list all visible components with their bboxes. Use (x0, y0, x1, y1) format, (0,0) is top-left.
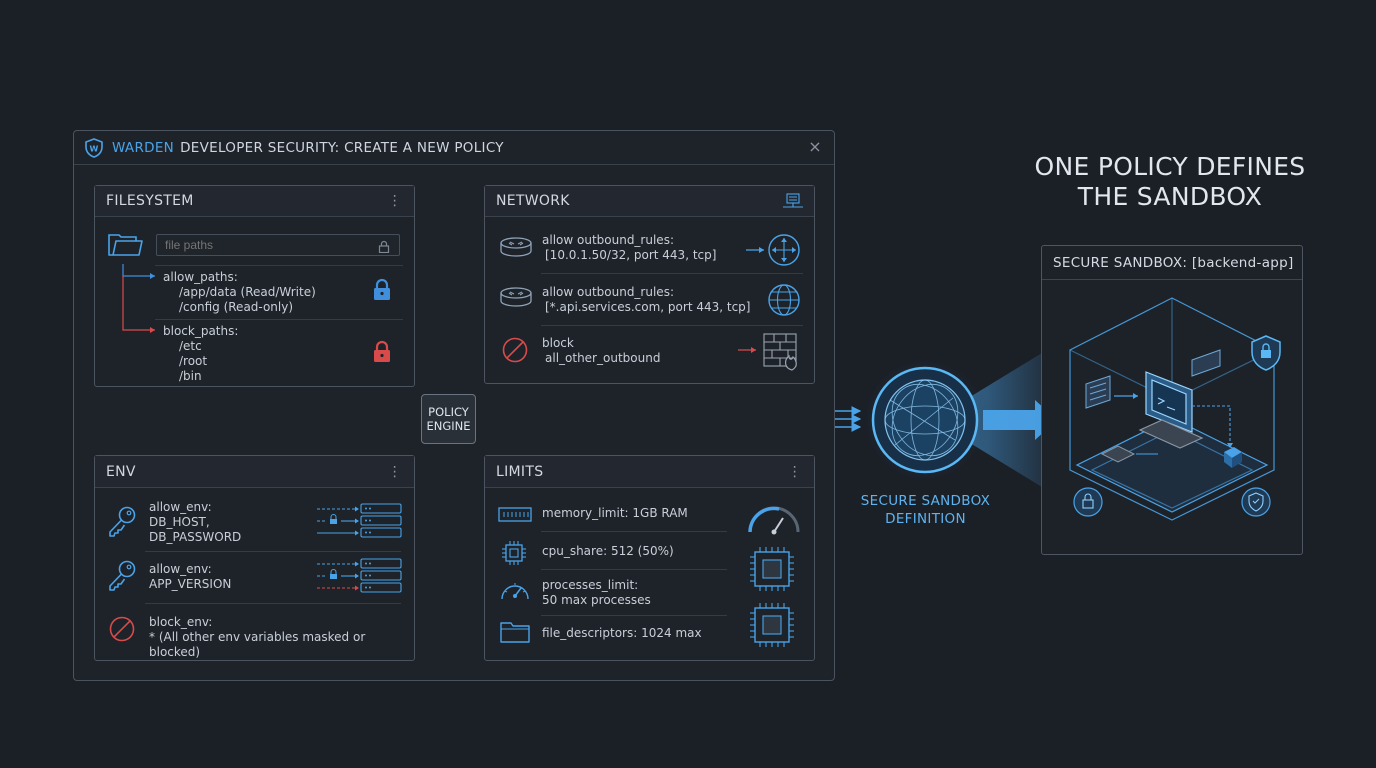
engine-label-line2: ENGINE (426, 419, 471, 433)
block-path-item: /etc (179, 339, 202, 353)
chip-icon (749, 602, 795, 652)
limits-panel: LIMITS ⋮ memory_limit: 1GB RAM cpu_share… (484, 455, 815, 661)
panel-header: NETWORK (485, 186, 814, 217)
block-path-item: /root (179, 354, 208, 368)
key-icon (107, 560, 137, 596)
env-label: block_env: (149, 615, 213, 629)
panel-title: ENV (106, 463, 136, 480)
network-rule-label: allow outbound_rules: (542, 233, 674, 247)
block-icon (109, 616, 135, 646)
router-icon (499, 286, 533, 312)
block-path-item: /bin (179, 369, 202, 383)
env-label: allow_env: (149, 562, 212, 576)
network-panel: NETWORK allow outbound_rules: [10.0.1.50… (484, 185, 815, 384)
firewall-icon (736, 330, 806, 376)
env-label: allow_env: (149, 500, 212, 514)
sandbox-definition-line2: DEFINITION (885, 511, 966, 527)
allow-paths-label: allow_paths: (163, 270, 238, 284)
network-rule-label: allow outbound_rules: (542, 285, 674, 299)
env-value: DB_HOST, (149, 515, 210, 529)
limit-text: 50 max processes (542, 593, 651, 607)
network-rule-label: block (542, 336, 574, 350)
panel-title: FILESYSTEM (106, 193, 194, 209)
lock-blue-icon (372, 278, 392, 306)
window-title: DEVELOPER SECURITY: CREATE A NEW POLICY (180, 139, 504, 156)
sandbox-panel: SECURE SANDBOX: [backend-app] (1041, 245, 1303, 555)
router-icon (499, 236, 533, 262)
limit-text: cpu_share: 512 (50%) (542, 544, 674, 558)
headline: ONE POLICY DEFINES THE SANDBOX (1030, 152, 1310, 212)
network-rule-value: [*.api.services.com, port 443, tcp] (545, 300, 751, 314)
lock-red-icon (372, 340, 392, 368)
folder-icon (107, 232, 143, 262)
env-panel: ENV ⋮ allow_env: DB_HOST, DB_PASSWORD al… (94, 455, 415, 661)
headline-line1: ONE POLICY DEFINES (1034, 152, 1306, 181)
env-value: DB_PASSWORD (149, 530, 242, 544)
file-paths-input[interactable] (156, 234, 400, 256)
globe-icon (767, 283, 801, 321)
sandbox-definition-sphere (859, 345, 1055, 495)
allow-path-item: /app/data (Read/Write) (179, 285, 316, 299)
allow-path-item: /config (Read-only) (179, 300, 294, 314)
limit-text: file_descriptors: 1024 max (542, 626, 702, 640)
network-server-icon (782, 193, 804, 213)
svg-text:W: W (89, 144, 98, 153)
brand-name: WARDEN (112, 139, 175, 156)
panel-title: LIMITS (496, 463, 544, 480)
shield-lock-icon (1251, 335, 1281, 371)
network-rule-value: [10.0.1.50/32, port 443, tcp] (545, 248, 717, 262)
warden-shield-logo: W (84, 137, 104, 158)
limit-text: memory_limit: 1GB RAM (542, 506, 688, 520)
limit-text: processes_limit: (542, 578, 639, 592)
key-icon (107, 506, 137, 542)
gauge-icon (747, 498, 801, 540)
sandbox-title: SECURE SANDBOX: [backend-app] (1042, 246, 1302, 280)
env-server-stack-icon (317, 558, 403, 598)
panel-header: ENV ⋮ (95, 456, 414, 488)
cpu-icon (500, 539, 528, 571)
filesystem-panel: FILESYSTEM ⋮ allow_paths: /app/data (Rea… (94, 185, 415, 387)
policy-engine-node: POLICY ENGINE (421, 394, 476, 444)
kebab-menu-icon[interactable]: ⋮ (387, 463, 402, 480)
window-title-bar: W WARDEN DEVELOPER SECURITY: CREATE A NE… (74, 131, 834, 165)
env-value: * (All other env variables masked or blo… (149, 630, 366, 659)
isometric-sandbox-illustration (1069, 297, 1281, 521)
memory-icon (498, 505, 532, 529)
arrows-cross-icon (744, 233, 804, 271)
headline-line2: THE SANDBOX (1077, 182, 1263, 211)
kebab-menu-icon[interactable]: ⋮ (787, 463, 802, 480)
panel-title: NETWORK (496, 193, 570, 209)
panel-header: FILESYSTEM ⋮ (95, 186, 414, 217)
sandbox-definition-line1: SECURE SANDBOX (860, 493, 991, 509)
close-icon[interactable]: × (808, 137, 822, 156)
block-icon (502, 337, 528, 367)
panel-header: LIMITS ⋮ (485, 456, 814, 488)
folder-icon (499, 620, 531, 648)
sandbox-definition-label: SECURE SANDBOX DEFINITION (853, 492, 998, 528)
engine-label-line1: POLICY (428, 405, 469, 419)
network-rule-value: all_other_outbound (545, 351, 661, 365)
env-value: APP_VERSION (149, 577, 232, 591)
block-paths-label: block_paths: (163, 324, 239, 338)
speedometer-icon (499, 577, 531, 607)
kebab-menu-icon[interactable]: ⋮ (387, 193, 402, 209)
env-server-stack-icon (317, 503, 403, 543)
chip-icon (749, 546, 795, 596)
allow-branch-arrow (119, 264, 159, 338)
lock-icon (378, 238, 390, 257)
